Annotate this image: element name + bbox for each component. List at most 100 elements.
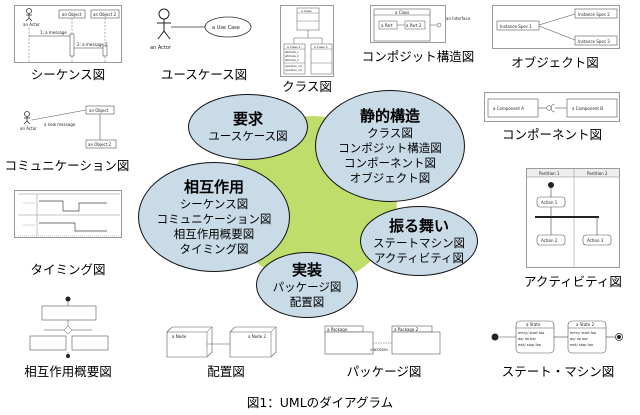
interaction-overview-diagram-label: 相互作用概要図 [24,364,112,379]
activity-partition2-text: Partition 2 [587,171,608,176]
group-interaction: 相互作用 シーケンス図 コミュニケーション図 相互作用概要図 タイミング図 [138,162,290,272]
group-interaction-title: 相互作用 [183,177,244,196]
composite-interface-annotation: an Interface [446,16,471,21]
object-diagram-label: オブジェクト図 [511,55,599,70]
communication-message-text: a new message [44,122,76,127]
component-diagram-label: コンポーネント図 [501,127,602,142]
activity-action3-text: Action 3 [587,238,604,243]
statemachine-exit-text: exit/ stop foo [518,343,541,347]
statemachine-state2-text: a State 2 [576,322,595,327]
statemachine-state-text: a State [526,322,541,327]
object-thumbnail: Instance Spec 1 Instance Spec 2 Instance… [492,5,620,49]
group-implementation-title: 実装 [291,260,322,279]
statemachine-exit-text: exit/ stop foo [570,343,593,347]
statemachine-entry-text: entry/ start foo [570,331,596,335]
group-implementation-item: パッケージ図 [272,279,342,294]
deployment-node2-text: a Node 2 [248,334,266,339]
group-interaction-item: 相互作用概要図 [173,226,255,241]
state-machine-diagram-label: ステート・マシン図 [501,364,615,379]
composite-part-text: a Part [381,23,393,28]
package-diagram-label: パッケージ図 [346,364,422,379]
group-behavior-item: ステートマシン図 [373,235,465,250]
sequence-message-text: 1: a message [40,30,67,35]
group-implementation: 実装 パッケージ図 配置図 [256,252,358,318]
statemachine-entry-text: entry/ start foo [518,331,544,335]
package-thumbnail: a Package a Package 2 «access» [322,322,442,360]
communication-object2-text: an Object 2 [88,142,112,147]
group-behavior-item: アクティビティ図 [373,250,465,265]
deployment-diagram-label: 配置図 [207,364,245,379]
activity-action2-text: Action 2 [541,238,558,243]
class-attribute-text: attribute_1 [285,50,299,54]
group-static-item: コンポジット構造図 [338,140,442,155]
group-static-structure: 静的構造 クラス図 コンポジット構造図 コンポーネント図 オブジェクト図 [315,90,465,202]
communication-thumbnail: an Actor an Object an Object 2 a new mes… [14,100,122,152]
object-instance3-text: Instance Spec 3 [578,39,610,44]
sequence-actor-text: an Actor [23,22,40,27]
class-diagram-label: クラス図 [282,79,332,94]
group-static-title: 静的構造 [359,106,420,125]
group-requirements: 要求 ユースケース図 [188,94,308,160]
statemachine-do-text: do/ do bar [518,337,536,341]
class-class2-text: a Class 2 [287,45,301,49]
usecase-actor-text: an Actor [150,45,172,51]
group-static-item: コンポーネント図 [344,155,436,170]
composite-interface-text: an Interface [446,16,471,21]
sequence-message2-text: 2: a message 2 [77,42,108,47]
class-operation-text: operation_2() [285,68,302,72]
component-a-text: a Component A [493,106,524,111]
group-requirements-item: ユースケース図 [208,129,288,143]
actor-icon [23,111,31,125]
communication-diagram-label: コミュニケーション図 [4,158,130,173]
sequence-thumbnail: an Actor an Object an Object 2 1: a mess… [14,5,122,63]
component-thumbnail: a Component A a Component B [484,92,620,122]
actor-icon [157,8,171,40]
group-static-item: クラス図 [367,125,413,140]
class-attribute-text: attribute_2 [285,54,299,58]
group-interaction-item: シーケンス図 [179,196,249,211]
object-instance1-text: Instance Spec 1 [500,24,532,29]
interaction-overview-thumbnail [26,296,110,358]
figure-caption: 図1：UMLのダイアグラム [246,395,394,410]
timing-diagram-label: タイミング図 [30,262,106,277]
composite-class-text: a Class [395,10,409,15]
group-behavior: 振る舞い ステートマシン図 アクティビティ図 [360,206,478,276]
communication-actor-text: an Actor [20,126,37,131]
class-attribute-text: attribute_3 [285,58,299,62]
activity-action1-text: Action 1 [541,200,558,205]
class-thumbnail: a Class a Class 2 a Class 3 attribute_1 … [280,5,334,77]
group-static-item: オブジェクト図 [349,170,431,185]
statemachine-do-text: do/ do bar [570,337,588,341]
sequence-diagram-label: シーケンス図 [30,67,106,82]
component-b-text: a Component B [572,106,603,111]
sequence-object2-text: an Object 2 [93,12,117,17]
deployment-thumbnail: a Node a Node 2 [164,324,280,358]
state-machine-thumbnail: a State entry/ start foo do/ do bar exit… [490,318,624,356]
class-operation-text: operation_1() [285,64,302,68]
class-class3-text: a Class 3 [314,45,328,49]
group-interaction-item: タイミング図 [179,241,249,256]
package-access-text: «access» [370,347,389,352]
activity-partition1-text: Partition 1 [539,171,560,176]
group-behavior-title: 振る舞い [388,216,449,235]
usecase-usecase-text: a Use Case [212,25,240,31]
sequence-object-text: an Object [62,12,82,17]
activity-thumbnail: Partition 1 Partition 2 Action 1 Action … [526,168,620,268]
composite-part2-text: a Part 2 [406,23,422,28]
usecase-diagram-label: ユースケース図 [160,67,248,82]
actor-icon [25,8,33,22]
composite-structure-diagram-label: コンポジット構造図 [361,49,475,64]
object-instance2-text: Instance Spec 2 [578,12,610,17]
package-package2-text: a Package 2 [394,327,419,332]
class-class-text: a Class [301,9,312,13]
group-interaction-item: コミュニケーション図 [156,211,272,226]
package-package-text: a Package [327,327,348,332]
deployment-node-text: a Node [172,334,187,339]
group-implementation-item: 配置図 [289,294,325,309]
activity-diagram-label: アクティビティ図 [524,274,622,289]
composite-structure-thumbnail: a Class a Part a Part 2 [370,5,446,43]
communication-object-text: an Object [89,108,109,113]
timing-thumbnail [14,190,122,238]
group-requirements-title: 要求 [232,110,263,128]
usecase-thumbnail: an Actor a Use Case [144,5,256,55]
